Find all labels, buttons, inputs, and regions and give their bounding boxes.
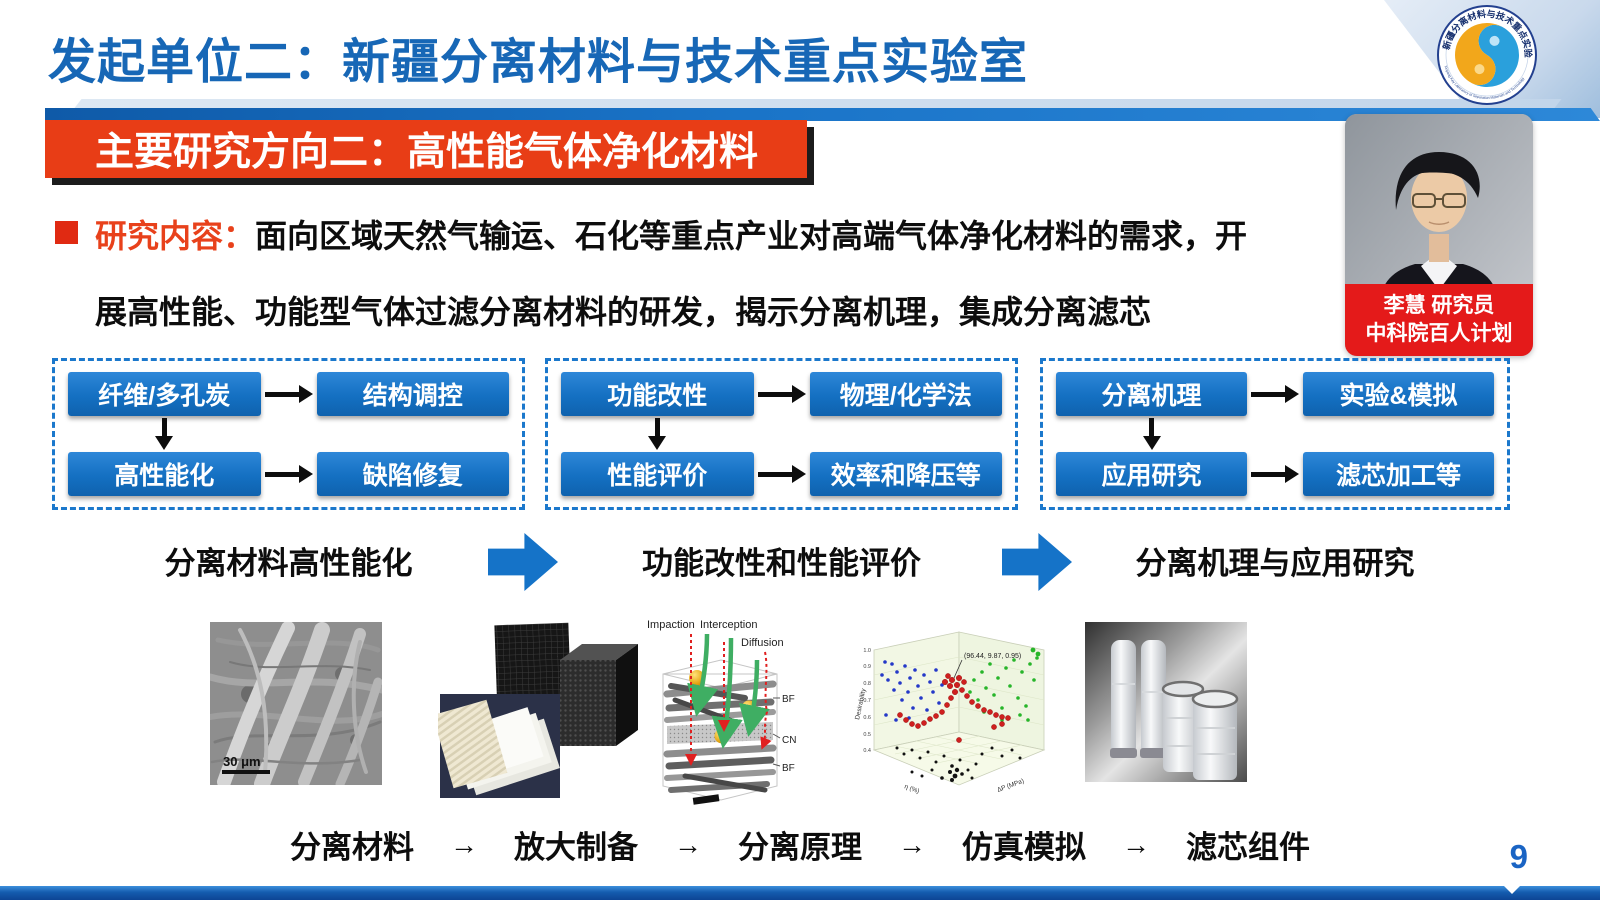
flow-box-1: 纤维/多孔炭 结构调控 高性能化 缺陷修复 bbox=[52, 358, 525, 510]
label-interception: Interception bbox=[700, 619, 757, 631]
black-arrow-right-icon bbox=[1247, 372, 1303, 416]
sem-scale-label: 30 μm bbox=[223, 754, 261, 769]
page-number: 9 bbox=[1509, 838, 1528, 875]
right-arrow-icon: → bbox=[898, 828, 926, 860]
flow1-caption: 分离材料高性能化 bbox=[164, 546, 413, 581]
flow-box-3: 分离机理 实验&模拟 应用研究 滤芯加工等 bbox=[1040, 358, 1510, 510]
flow2-step-evaluate: 性能评价 bbox=[561, 452, 754, 496]
flow2-step-modify: 功能改性 bbox=[561, 372, 754, 416]
svg-text:0.7: 0.7 bbox=[863, 698, 871, 704]
svg-text:1.0: 1.0 bbox=[863, 648, 871, 654]
short-cartridges bbox=[1161, 680, 1239, 780]
lab-logo: 新疆分离材料与技术重点实验室 Xinjiang Key Laboratory o… bbox=[1431, 0, 1538, 106]
label-diffusion: Diffusion bbox=[741, 637, 784, 649]
scatter-3d-plot: 1.0 0.9 0.8 0.7 0.6 0.5 0.4 Desirability… bbox=[852, 620, 1066, 810]
label-impaction: Impaction bbox=[647, 619, 695, 631]
bottom-process-flow: 分离材料 → 放大制备 → 分离原理 → 仿真模拟 → 滤芯组件 bbox=[0, 822, 1600, 867]
black-arrow-right-icon bbox=[754, 372, 810, 416]
flow2-step-efficiency: 效率和降压等 bbox=[809, 452, 1002, 496]
glasses bbox=[1412, 193, 1466, 208]
tall-cartridges bbox=[1110, 640, 1167, 758]
research-text-1: 面向区域天然气输运、石化等重点产业对高端气体净化材料的需求，开 bbox=[255, 218, 1248, 254]
black-arrow-right-icon bbox=[261, 372, 317, 416]
right-arrow-icon: → bbox=[674, 828, 702, 860]
flow1-step-fiber: 纤维/多孔炭 bbox=[68, 372, 261, 416]
logo-swirl-orange bbox=[1455, 23, 1503, 86]
label-bf-bottom: BF bbox=[782, 763, 795, 774]
flow1-step-performance: 高性能化 bbox=[68, 452, 261, 496]
flow2-step-method: 物理/化学法 bbox=[809, 372, 1002, 416]
flow-term-materials: 分离材料 bbox=[290, 830, 414, 865]
svg-text:0.8: 0.8 bbox=[863, 681, 871, 687]
svg-text:0.9: 0.9 bbox=[863, 664, 871, 670]
svg-text:0.4: 0.4 bbox=[863, 748, 871, 754]
carbon-block-front bbox=[560, 660, 616, 746]
person-caption: 李慧 研究员 中科院百人计划 bbox=[1345, 284, 1533, 356]
person-name: 李慧 研究员 bbox=[1383, 294, 1495, 317]
label-cnc: CNC bbox=[782, 735, 797, 746]
scatter-xlabel: η (%) bbox=[903, 783, 920, 795]
flow3-step-mechanism: 分离机理 bbox=[1056, 372, 1247, 416]
person-card: 李慧 研究员 中科院百人计划 bbox=[1345, 114, 1533, 356]
black-arrow-down-icon bbox=[68, 416, 261, 452]
scatter-red-points bbox=[897, 673, 1011, 743]
scatter-ylabel: ΔP (MPa) bbox=[996, 778, 1025, 794]
black-arrow-right-icon bbox=[261, 452, 317, 496]
research-paragraph: 研究内容：面向区域天然气输运、石化等重点产业对高端气体净化材料的需求，开 展高性… bbox=[95, 198, 1340, 350]
logo-swirl-blue bbox=[1471, 24, 1519, 87]
black-arrow-down-icon bbox=[1056, 416, 1247, 452]
flow-box-2: 功能改性 物理/化学法 性能评价 效率和降压等 bbox=[545, 358, 1018, 510]
research-line-1: 研究内容：面向区域天然气输运、石化等重点产业对高端气体净化材料的需求，开 bbox=[95, 198, 1340, 274]
section-banner: 主要研究方向二：高性能气体净化材料 bbox=[45, 120, 807, 178]
flow3-step-application: 应用研究 bbox=[1056, 452, 1247, 496]
label-bf-top: BF bbox=[782, 694, 795, 705]
title-divider-highlight bbox=[74, 99, 1562, 108]
flow-term-simulation: 仿真模拟 bbox=[962, 830, 1086, 865]
flow1-step-structure: 结构调控 bbox=[316, 372, 509, 416]
right-arrow-icon: → bbox=[1122, 828, 1150, 860]
right-arrow-icon: → bbox=[450, 828, 478, 860]
flow3-step-simulation: 实验&模拟 bbox=[1303, 372, 1494, 416]
scatter-blue-points bbox=[880, 660, 944, 722]
red-square-bullet bbox=[55, 221, 78, 244]
carbon-and-media-image bbox=[432, 618, 644, 805]
bottom-bar bbox=[0, 886, 1600, 900]
scatter-black-points bbox=[895, 746, 1022, 782]
scatter-green-points bbox=[968, 647, 1041, 722]
person-affiliation: 中科院百人计划 bbox=[1365, 322, 1513, 345]
black-arrow-right-icon bbox=[754, 452, 810, 496]
slide-title: 发起单位二：新疆分离材料与技术重点实验室 bbox=[48, 36, 1029, 89]
flow2-caption: 功能改性和性能评价 bbox=[642, 546, 921, 581]
sem-fiber-image: 30 μm bbox=[206, 621, 386, 792]
black-arrow-down-icon bbox=[561, 416, 754, 452]
hair bbox=[1395, 152, 1480, 210]
flow3-step-cartridge: 滤芯加工等 bbox=[1303, 452, 1494, 496]
flow-term-cartridge: 滤芯组件 bbox=[1186, 830, 1310, 865]
black-arrow-right-icon bbox=[1247, 452, 1303, 496]
flow-term-principle: 分离原理 bbox=[738, 830, 862, 865]
title-divider-bar bbox=[45, 108, 1600, 121]
flow-term-scaleup: 放大制备 bbox=[514, 830, 638, 865]
pleated-filter bbox=[432, 699, 508, 789]
filter-cartridges-image bbox=[1085, 622, 1247, 787]
flow3-caption: 分离机理与应用研究 bbox=[1135, 546, 1415, 581]
scatter-annotation: (96.44, 9.87, 0.95) bbox=[964, 653, 1021, 660]
research-label: 研究内容： bbox=[95, 218, 256, 254]
flow1-step-defect: 缺陷修复 bbox=[316, 452, 509, 496]
svg-text:0.5: 0.5 bbox=[863, 732, 871, 738]
mechanism-diagram: Impaction Interception Diffusion bbox=[645, 616, 804, 813]
research-line-2: 展高性能、功能型气体过滤分离材料的研发，揭示分离机理，集成分离滤芯 bbox=[95, 294, 1152, 330]
svg-text:0.6: 0.6 bbox=[863, 715, 871, 721]
